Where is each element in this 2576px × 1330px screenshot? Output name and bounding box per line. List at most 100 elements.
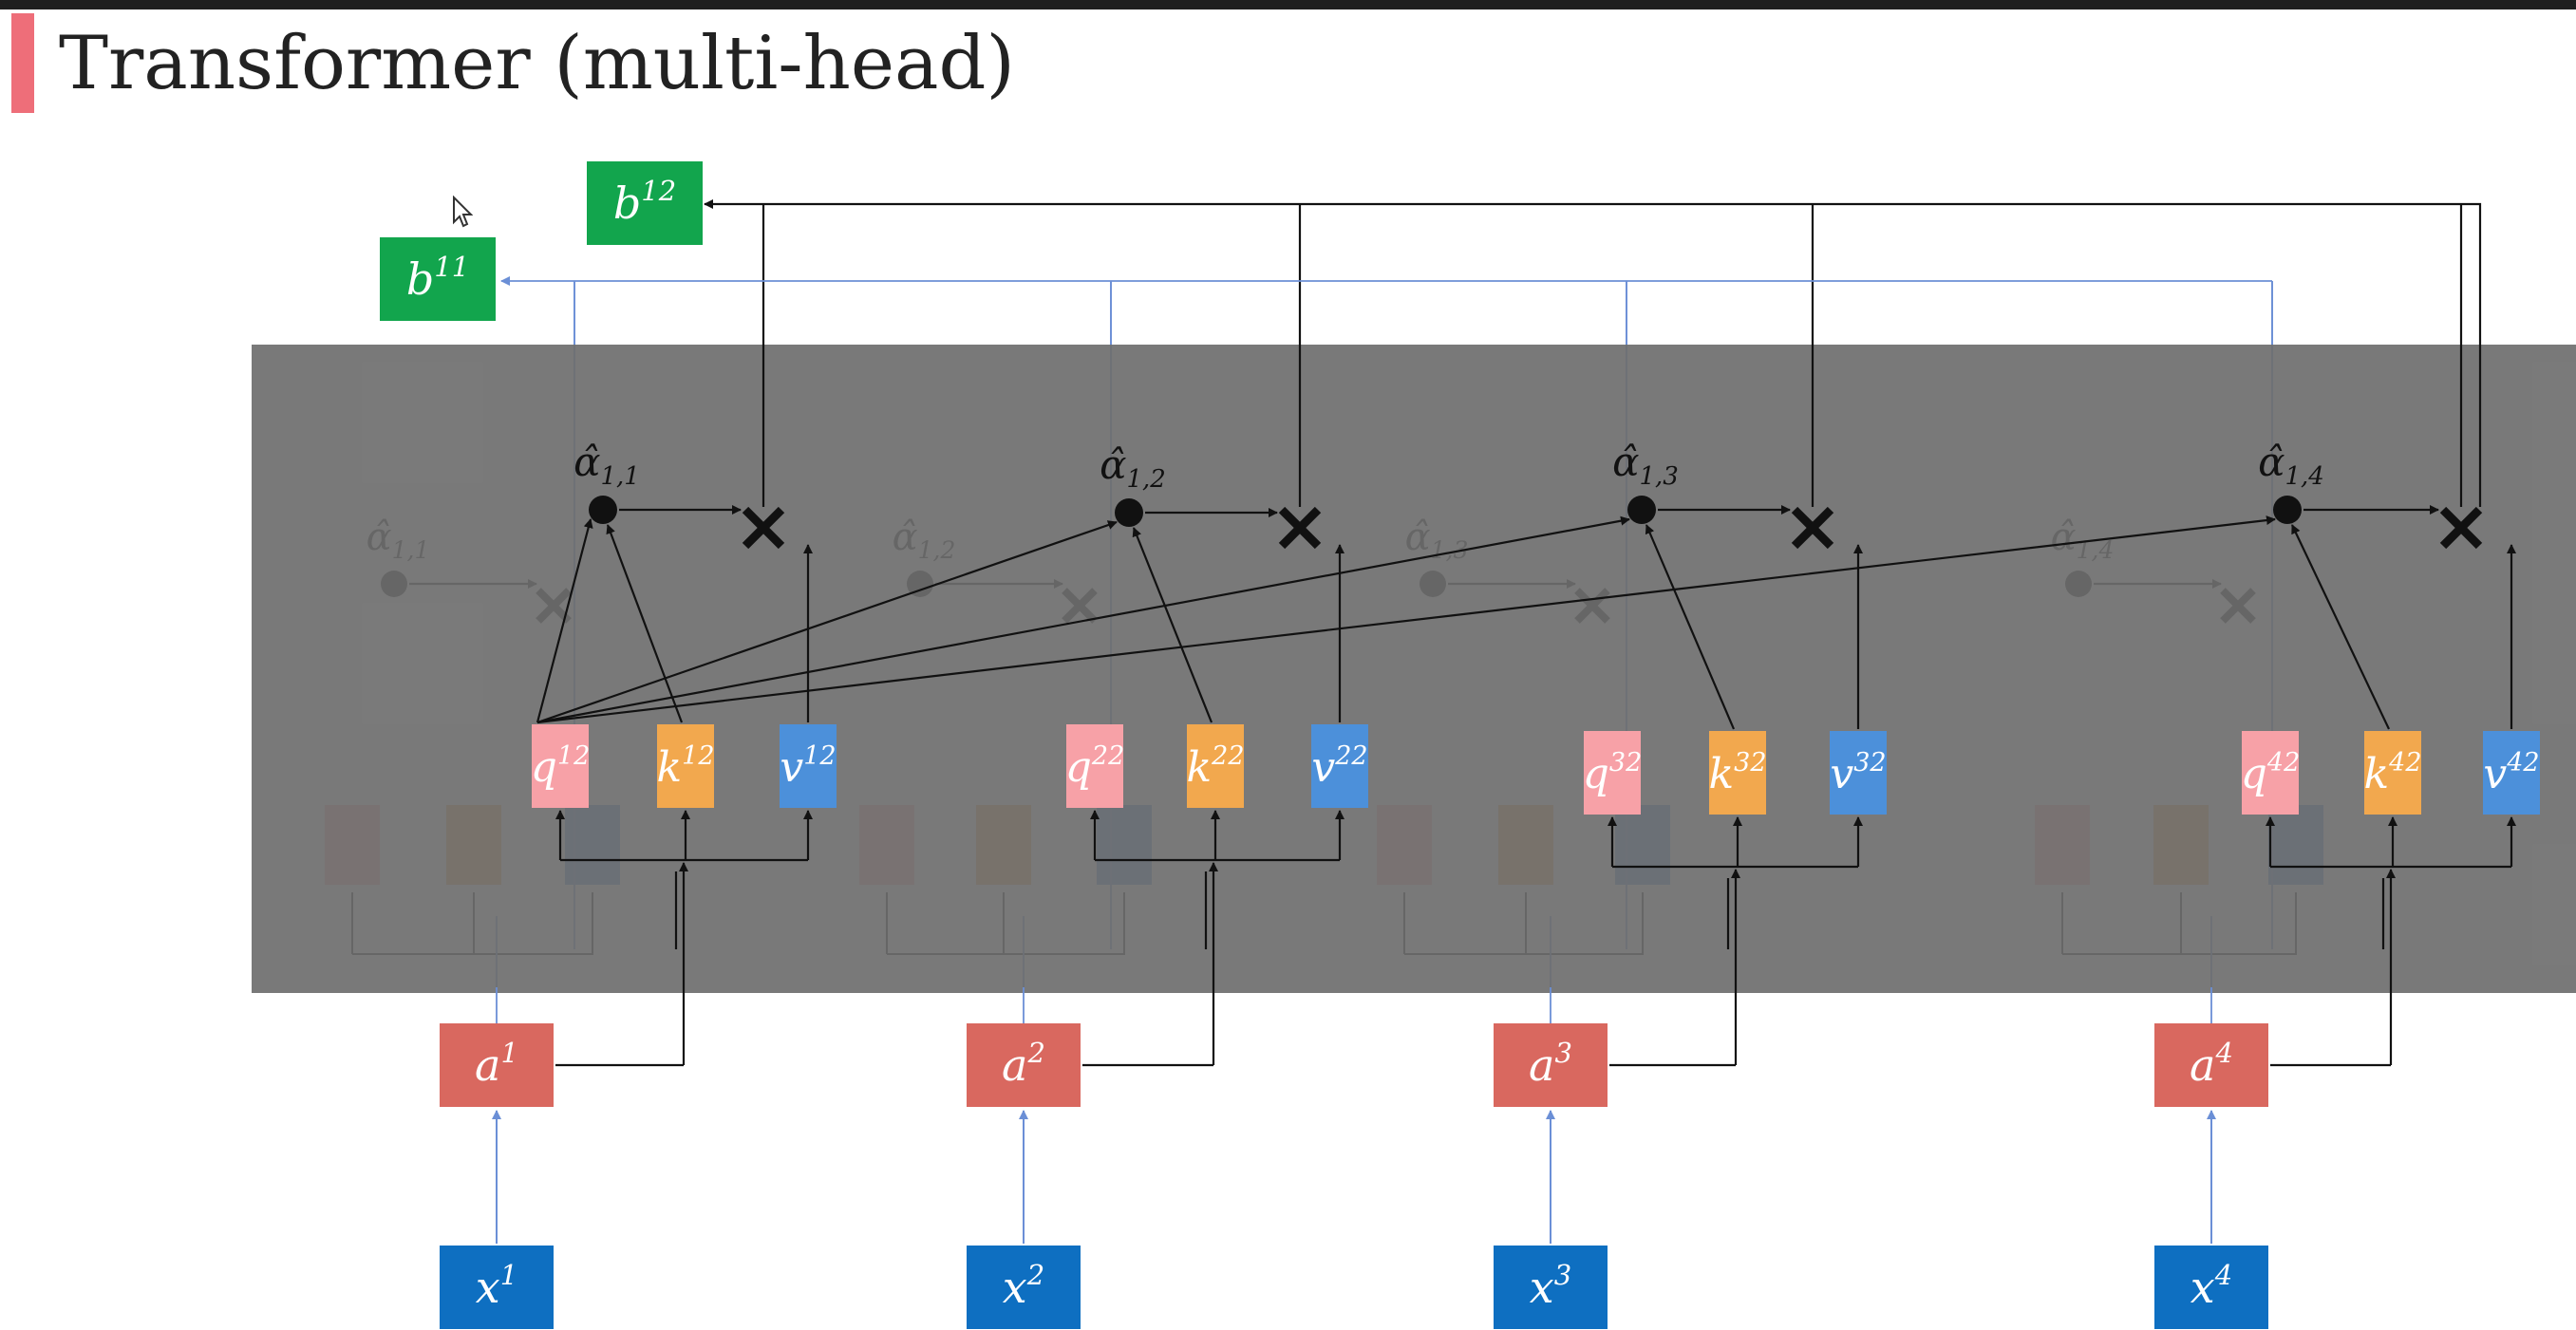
title-accent-bar	[11, 13, 34, 113]
query-box	[532, 724, 589, 808]
query-box	[1584, 731, 1641, 815]
a-input-box-label-superscript: 3	[1554, 1037, 1571, 1069]
attention-weight-label: α̂1,2	[1100, 441, 1166, 494]
a-input-box-label: a2	[1002, 1037, 1045, 1091]
a-input-box-label: a4	[2190, 1037, 2233, 1091]
key-box-label: k22	[1186, 741, 1244, 792]
a-input-box-label-base: a	[1529, 1040, 1554, 1091]
x-input-box-label-base: x	[2191, 1262, 2215, 1313]
key-to-dot-arrow	[1132, 527, 1213, 723]
a-input-box-label: a1	[475, 1037, 518, 1091]
key-to-dot-arrow	[1645, 524, 1736, 730]
value-box-label-superscript: 32	[1853, 748, 1886, 777]
query-box-label-base: q	[1583, 750, 1609, 798]
a-input-box-label-base: a	[2190, 1040, 2215, 1091]
attention-weight-label: α̂1,1	[573, 439, 640, 491]
multiply-cross-icon-stroke	[742, 506, 785, 550]
attention-weight-dot	[1115, 498, 1143, 527]
query-box-label-superscript: 32	[1609, 748, 1642, 777]
x-input-box-label: x1	[476, 1259, 517, 1313]
x-input-box-label: x2	[1003, 1259, 1044, 1313]
key-box-label-superscript: 12	[682, 741, 714, 771]
b12-output-box-label-base: b	[613, 178, 641, 229]
attention-weight-label-base: α̂	[573, 439, 600, 485]
query-box-label-superscript: 42	[2266, 748, 2300, 777]
x-input-box	[440, 1246, 554, 1329]
value-box-label: v32	[1830, 748, 1886, 798]
value-box-label: v22	[1311, 741, 1367, 792]
a-input-box	[1494, 1023, 1608, 1107]
query-box-label: q12	[531, 741, 591, 792]
attention-weight-label-subscript: 1,3	[1640, 462, 1679, 491]
value-box-label-base: v	[780, 743, 803, 792]
key-box-label-superscript: 32	[1734, 748, 1766, 777]
value-box-label-base: v	[1311, 743, 1335, 792]
key-box-label-superscript: 22	[1211, 741, 1244, 771]
x-input-box-label-superscript: 2	[1026, 1259, 1044, 1291]
query-to-dot-arrow	[536, 518, 593, 723]
key-box-label: k12	[656, 741, 714, 792]
value-box	[780, 724, 837, 808]
query-box	[2242, 731, 2299, 815]
a-input-box-label-superscript: 4	[2214, 1037, 2232, 1069]
query-to-dot-arrow	[536, 515, 2276, 724]
multiply-cross-icon-stroke	[1791, 506, 1834, 550]
multiply-cross-icon	[1278, 506, 1322, 550]
key-box-label: k42	[2363, 748, 2421, 798]
value-box	[1830, 731, 1887, 815]
x-input-box-label-superscript: 1	[500, 1259, 517, 1291]
key-box-label-superscript: 42	[2388, 748, 2421, 777]
query-box-label-superscript: 22	[1091, 741, 1124, 771]
key-box-label-base: k	[2363, 750, 2389, 798]
value-box-label: v42	[2483, 748, 2539, 798]
output-b12-line	[704, 199, 2482, 507]
key-to-dot-arrow	[2291, 524, 2390, 730]
a-input-box	[440, 1023, 554, 1107]
a-input-box-label-superscript: 1	[500, 1037, 517, 1069]
value-box	[1311, 724, 1368, 808]
attention-weight-label-subscript: 1,4	[2285, 462, 2324, 491]
query-box-label: q32	[1583, 748, 1643, 798]
key-box-label-base: k	[1708, 750, 1734, 798]
value-box-label-base: v	[2483, 750, 2507, 798]
key-box-label: k32	[1708, 748, 1766, 798]
b11-output-box-label: b11	[406, 251, 469, 305]
attention-weight-label-base: α̂	[2258, 439, 2285, 485]
x-input-box	[2154, 1246, 2268, 1329]
attention-weight-dot	[589, 496, 617, 524]
value-box-label-superscript: 22	[1334, 741, 1367, 771]
query-box-label-base: q	[531, 743, 557, 792]
query-box-label-base: q	[1065, 743, 1092, 792]
value-box-label-base: v	[1830, 750, 1853, 798]
key-box	[657, 724, 714, 808]
multiply-cross-icon	[742, 506, 785, 550]
multiply-cross-icon-stroke	[1278, 506, 1322, 550]
a-input-box	[2154, 1023, 2268, 1107]
query-box-label-superscript: 12	[557, 741, 590, 771]
attention-weight-dot	[1627, 496, 1656, 524]
attention-weight-label: α̂1,4	[2258, 439, 2324, 491]
value-box	[2483, 731, 2540, 815]
query-to-dot-arrow	[536, 515, 1630, 724]
query-to-dot-arrow	[536, 520, 1118, 724]
multiply-cross-icon-stroke	[2439, 506, 2483, 550]
x-input-box-label-superscript: 3	[1554, 1259, 1571, 1291]
b12-output-box-label: b12	[613, 175, 676, 229]
key-to-dot-arrow	[606, 524, 684, 723]
key-box	[1187, 724, 1244, 808]
x-input-box	[1494, 1246, 1608, 1329]
query-box	[1066, 724, 1123, 808]
x-input-box-label: x3	[1530, 1259, 1571, 1313]
x-input-box-label: x4	[2191, 1259, 2232, 1313]
x-input-box-label-base: x	[476, 1262, 500, 1313]
b11-output-box-label-superscript: 11	[434, 251, 469, 283]
query-box-label: q42	[2241, 748, 2301, 798]
attention-weight-label-subscript: 1,2	[1127, 465, 1166, 494]
multiply-cross-icon	[1791, 506, 1834, 550]
a-input-box-label-base: a	[475, 1040, 500, 1091]
b12-output-box	[587, 161, 703, 245]
x-input-box-label-base: x	[1003, 1262, 1027, 1313]
page-title: Transformer (multi-head)	[59, 21, 1015, 106]
attention-weight-dot	[2273, 496, 2302, 524]
